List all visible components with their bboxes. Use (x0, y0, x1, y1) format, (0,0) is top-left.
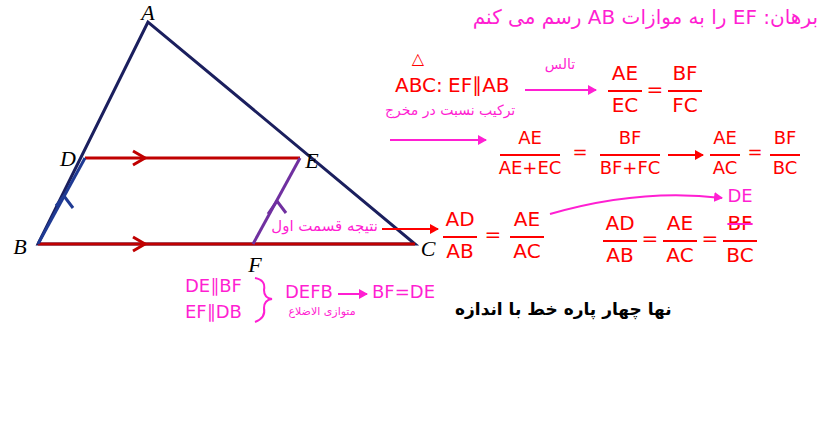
handwritten-note: AB (606, 244, 633, 267)
handwritten-note: ترکیب نسبت در مخرج (385, 102, 515, 118)
parallel-mark (268, 201, 286, 214)
handwritten-note: AD (445, 208, 474, 231)
vertex-label: D (60, 146, 76, 171)
handwritten-note: تالس (545, 56, 575, 72)
handwritten-note: AE (612, 62, 638, 85)
handwritten-note: AC (713, 158, 738, 179)
parallel-mark (133, 151, 145, 165)
triangle-abc (38, 22, 415, 244)
vertex-label: B (13, 234, 26, 259)
handwritten-note: BF (672, 62, 697, 85)
handwritten-note: EF∥DB (185, 302, 242, 323)
handwritten-note: = (572, 142, 587, 163)
body-text: نها چهار پاره خط با اندازه (455, 300, 672, 320)
implies-arrow (338, 293, 367, 295)
parallel-mark (56, 196, 73, 208)
handwritten-note: BF+FC (600, 158, 661, 179)
handwritten-note: AD (605, 212, 634, 235)
handwritten-note: EC (612, 94, 639, 117)
handwritten-note: BC (726, 244, 753, 267)
vertex-label: E (305, 148, 318, 173)
handwritten-note: DE (727, 186, 752, 207)
handwritten-note: DE∥BF (185, 276, 242, 297)
handwritten-note: AE (667, 212, 693, 235)
handwritten-note: = (747, 142, 762, 163)
vertex-label: A (141, 0, 154, 25)
implies-arrow (525, 89, 596, 91)
handwritten-note: AE (713, 128, 737, 149)
handwritten-note: BC (773, 158, 798, 179)
implies-arrow (668, 154, 703, 156)
handwritten-note: نتیجه قسمت اول (271, 218, 378, 235)
handwritten-note: BF (619, 128, 642, 149)
handwritten-note: AC (513, 240, 540, 263)
substitution-arrow (550, 195, 722, 214)
implies-arrow (390, 139, 486, 141)
handwritten-note: AB (446, 240, 473, 263)
handwritten-note: متوازی الاضلاع (288, 306, 355, 319)
handwritten-note: BF (727, 212, 752, 235)
handwritten-note: = (647, 78, 664, 101)
handwritten-note: AC (666, 244, 693, 267)
handwritten-note: AE (514, 208, 540, 231)
handwritten-note: AE+EC (499, 158, 562, 179)
handwritten-note: FC (672, 94, 697, 117)
handwritten-note: BF=DE (372, 282, 435, 303)
vertex-label: C (421, 236, 436, 261)
implies-arrow (382, 228, 438, 230)
segment-de (85, 157, 300, 160)
handwritten-note: ABC: (395, 74, 443, 97)
brace (255, 278, 272, 322)
handwritten-note: برهان: EF را به موازات AB رسم می کنم (473, 6, 818, 29)
handwritten-note: EF∥AB (448, 74, 510, 97)
handwritten-note: DEFB (285, 282, 333, 303)
handwritten-note: = (485, 223, 502, 246)
parallel-mark (133, 237, 145, 251)
vertex-label: F (248, 252, 261, 277)
handwritten-note: = (642, 227, 659, 250)
handwritten-note: = (702, 227, 719, 250)
handwritten-note: BF (774, 128, 797, 149)
handwritten-note: AE (518, 128, 542, 149)
side-bc (38, 243, 415, 246)
handwritten-note: △ (412, 50, 424, 68)
